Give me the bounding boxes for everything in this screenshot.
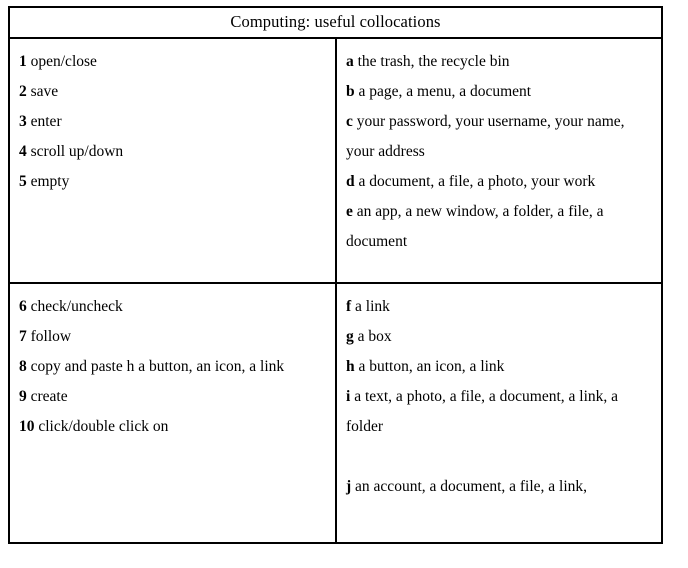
item-marker: h — [346, 358, 355, 375]
item-marker: j — [346, 478, 352, 495]
item-text: a box — [357, 328, 392, 345]
item-text: a link — [355, 298, 390, 315]
list-item: 10 click/double click on — [19, 412, 335, 442]
item-text: scroll up/down — [30, 143, 124, 160]
list-item: 5 empty — [19, 167, 335, 197]
list-item: 1 open/close — [19, 47, 335, 77]
list-item-spacer — [346, 442, 655, 472]
item-text: a button, an icon, a link — [358, 358, 505, 375]
item-marker: 10 — [19, 418, 35, 435]
item-text: an app, a new window, a folder, a file, … — [346, 203, 604, 250]
list-item: a the trash, the recycle bin — [346, 47, 655, 77]
item-text: create — [30, 388, 68, 405]
table-title-row: Computing: useful collocations — [10, 8, 661, 39]
item-marker: 2 — [19, 83, 27, 100]
list-item: 3 enter — [19, 107, 335, 137]
list-item: i a text, a photo, a file, a document, a… — [346, 382, 655, 442]
item-marker: 4 — [19, 143, 27, 160]
item-marker: d — [346, 173, 355, 190]
item-marker: 5 — [19, 173, 27, 190]
list-item: e an app, a new window, a folder, a file… — [346, 197, 655, 257]
item-marker: e — [346, 203, 353, 220]
item-text: an account, a document, a file, a link, — [355, 478, 588, 495]
page-title: Computing: useful collocations — [230, 12, 441, 32]
item-text: open/close — [30, 53, 97, 70]
collocations-table: Computing: useful collocations 1 open/cl… — [8, 6, 663, 544]
list-item: 2 save — [19, 77, 335, 107]
item-marker: 6 — [19, 298, 27, 315]
item-marker: a — [346, 53, 354, 70]
list-item: 8 copy and paste h a button, an icon, a … — [19, 352, 335, 382]
item-marker: g — [346, 328, 354, 345]
list-item: b a page, a menu, a document — [346, 77, 655, 107]
item-text: a document, a file, a photo, your work — [358, 173, 596, 190]
item-text: your password, your username, your name,… — [346, 113, 625, 160]
section-1-verbs-column: 1 open/close 2 save 3 enter 4 scroll up/… — [10, 39, 337, 282]
list-item: h a button, an icon, a link — [346, 352, 655, 382]
section-1: 1 open/close 2 save 3 enter 4 scroll up/… — [10, 39, 661, 284]
section-1-objects-column: a the trash, the recycle bin b a page, a… — [337, 39, 661, 282]
list-item: 4 scroll up/down — [19, 137, 335, 167]
item-marker: 1 — [19, 53, 27, 70]
section-2-verbs-column: 6 check/uncheck 7 follow 8 copy and past… — [10, 284, 337, 542]
item-marker: 9 — [19, 388, 27, 405]
section-2-objects-column: f a link g a box h a button, an icon, a … — [337, 284, 661, 542]
item-marker: b — [346, 83, 355, 100]
list-item: g a box — [346, 322, 655, 352]
item-text: a page, a menu, a document — [358, 83, 532, 100]
item-text: check/uncheck — [30, 298, 123, 315]
item-marker: 7 — [19, 328, 27, 345]
item-marker: 3 — [19, 113, 27, 130]
item-text: save — [30, 83, 59, 100]
item-text: click/double click on — [38, 418, 169, 435]
item-text: a text, a photo, a file, a document, a l… — [346, 388, 619, 435]
list-item: j an account, a document, a file, a link… — [346, 472, 655, 502]
item-marker: 8 — [19, 358, 27, 375]
list-item: d a document, a file, a photo, your work — [346, 167, 655, 197]
item-marker: f — [346, 298, 352, 315]
item-text: follow — [30, 328, 72, 345]
item-text: enter — [30, 113, 62, 130]
item-marker: i — [346, 388, 351, 405]
list-item: c your password, your username, your nam… — [346, 107, 655, 167]
list-item: 6 check/uncheck — [19, 292, 335, 322]
item-marker: c — [346, 113, 353, 130]
section-2: 6 check/uncheck 7 follow 8 copy and past… — [10, 284, 661, 542]
list-item: 7 follow — [19, 322, 335, 352]
item-text: the trash, the recycle bin — [357, 53, 510, 70]
item-text: copy and paste h a button, an icon, a li… — [30, 358, 285, 375]
list-item: 9 create — [19, 382, 335, 412]
item-text: empty — [30, 173, 70, 190]
list-item: f a link — [346, 292, 655, 322]
